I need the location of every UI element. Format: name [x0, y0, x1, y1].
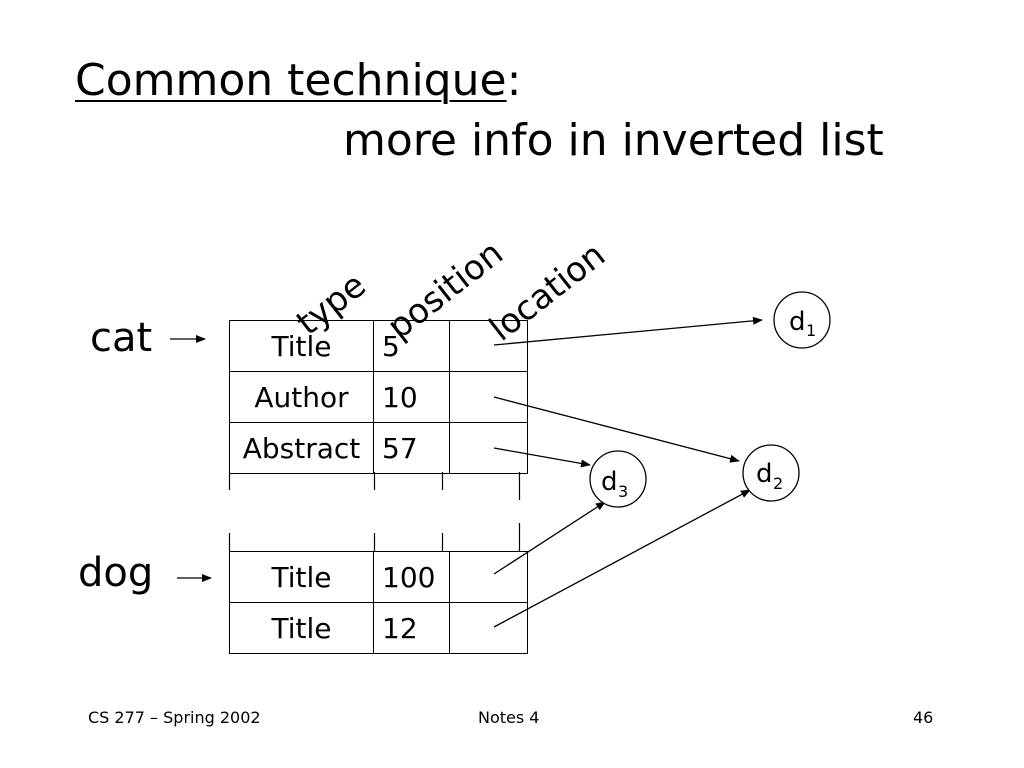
footer-page-number: 46: [913, 708, 934, 727]
slide-title: Common technique:: [75, 55, 521, 106]
document-subscript: 3: [618, 482, 628, 501]
slide-subtitle: more info in inverted list: [343, 115, 884, 166]
dog-posting-table: Title 100 Title 12: [229, 551, 528, 654]
footer-course: CS 277 – Spring 2002: [88, 708, 261, 727]
table-row: Abstract 57: [229, 422, 528, 474]
table-row: Title 5: [229, 320, 528, 372]
location-arrow-dog-title100-to-d3: [493, 501, 606, 575]
table-row: Title 12: [229, 602, 528, 654]
document-subscript: 2: [773, 474, 783, 493]
document-node-d3: d 3: [589, 450, 647, 508]
location-cell: [449, 602, 528, 654]
type-cell: Abstract: [229, 422, 374, 474]
type-cell: Author: [229, 371, 374, 423]
location-arrow-cat-abstract-to-d3: [493, 447, 591, 468]
cat-posting-table: Title 5 Author 10 Abstract 57: [229, 320, 528, 474]
location-arrow-cat-author-to-d2: [493, 396, 740, 463]
footer-notes: Notes 4: [478, 708, 540, 727]
document-node-d1: d 1: [773, 291, 831, 349]
position-cell: 12: [373, 602, 450, 654]
location-arrow-dog-title12-to-d2: [493, 489, 751, 628]
document-subscript: 1: [806, 321, 816, 340]
position-cell: 10: [373, 371, 450, 423]
dog-list-continuation: [228, 523, 521, 551]
cat-list-continuation: [228, 472, 521, 500]
location-arrow-cat-title-to-d1: [493, 316, 763, 346]
term-cat: cat: [90, 315, 153, 361]
title-colon: :: [506, 55, 522, 106]
term-dog: dog: [78, 550, 154, 596]
location-cell: [449, 551, 528, 603]
document-letter: d: [756, 459, 773, 489]
document-letter: d: [601, 467, 618, 497]
location-cell: [449, 422, 528, 474]
document-letter: d: [789, 307, 806, 337]
position-cell: 57: [373, 422, 450, 474]
type-cell: Title: [229, 602, 374, 654]
title-underlined-text: Common technique: [75, 55, 507, 106]
document-node-d2: d 2: [742, 444, 800, 502]
location-cell: [449, 320, 528, 372]
position-cell: 100: [373, 551, 450, 603]
type-cell: Title: [229, 320, 374, 372]
